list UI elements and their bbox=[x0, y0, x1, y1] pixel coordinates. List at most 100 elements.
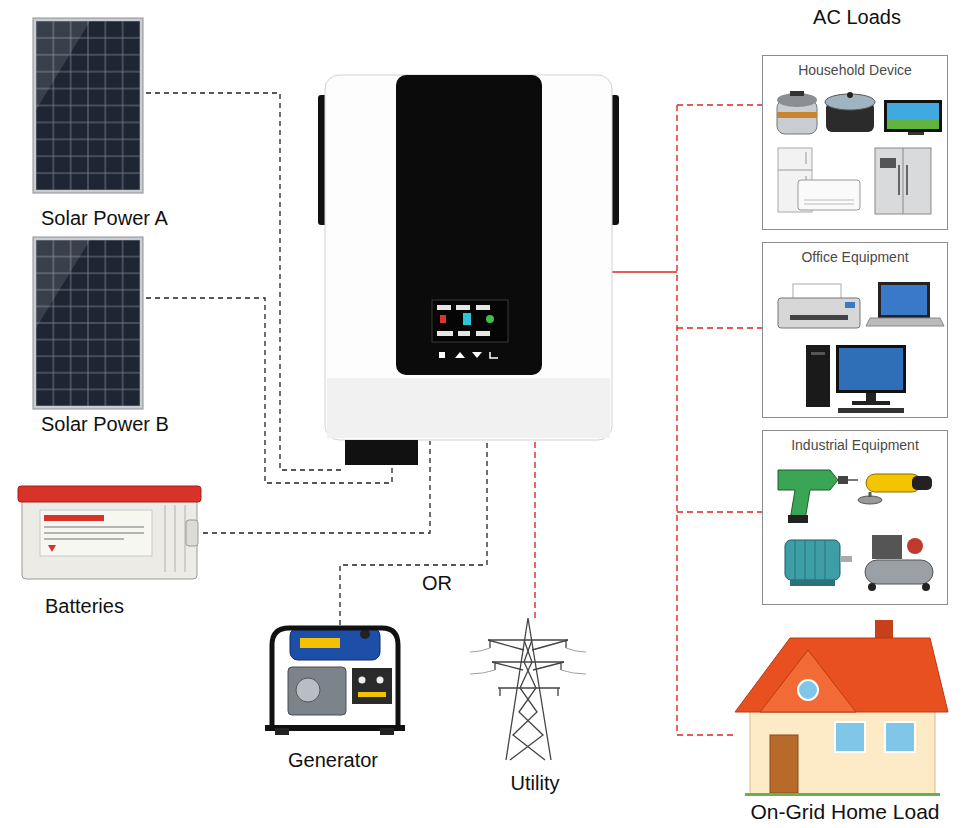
household-icons bbox=[875, 148, 931, 214]
load-box: Household Device bbox=[762, 55, 948, 230]
node-label: Generator bbox=[288, 748, 378, 772]
solar-panel-art bbox=[36, 240, 140, 406]
solar-panel-art bbox=[36, 240, 90, 328]
household-icons bbox=[777, 112, 817, 118]
utility-tower-art bbox=[513, 640, 545, 760]
solar-panel-art bbox=[33, 237, 143, 409]
industrial-icons bbox=[778, 470, 838, 520]
office-icons bbox=[778, 282, 944, 413]
house-art bbox=[798, 680, 818, 700]
generator-art bbox=[358, 692, 386, 697]
node-label: Batteries bbox=[45, 594, 124, 618]
industrial-icons bbox=[848, 479, 858, 481]
generator-art bbox=[377, 677, 384, 684]
dc-wire bbox=[203, 441, 430, 533]
generator-art bbox=[300, 638, 340, 648]
generator-art bbox=[288, 667, 346, 715]
battery-art bbox=[18, 486, 201, 579]
office-icons bbox=[778, 298, 860, 328]
generator-art bbox=[296, 678, 320, 702]
office-icons bbox=[866, 318, 944, 326]
solar-panel-art bbox=[36, 21, 90, 110]
industrial-icons bbox=[912, 476, 932, 490]
solar-panel-art bbox=[36, 21, 140, 190]
battery-art bbox=[40, 510, 152, 556]
dc-wire bbox=[146, 93, 345, 470]
node-label: Utility bbox=[511, 771, 560, 795]
utility-tower-art bbox=[488, 640, 568, 688]
ac-wire bbox=[677, 104, 762, 105]
industrial-icons bbox=[838, 476, 848, 484]
inverter-art bbox=[490, 352, 498, 358]
dc-wire bbox=[340, 441, 487, 625]
inverter-art bbox=[440, 315, 446, 323]
industrial-icons bbox=[840, 556, 852, 562]
solar-panel: Solar Power B bbox=[38, 234, 208, 436]
load-box: Industrial Equipment bbox=[762, 430, 948, 605]
household-icons bbox=[887, 120, 939, 129]
battery-art bbox=[165, 505, 185, 572]
household-icons bbox=[790, 91, 804, 96]
generator-art bbox=[359, 677, 366, 684]
inverter-art bbox=[455, 352, 465, 358]
inverter-art bbox=[472, 352, 482, 358]
industrial-icons bbox=[778, 470, 933, 591]
office-icons bbox=[790, 315, 848, 320]
inverter-art bbox=[458, 331, 470, 336]
household-icons bbox=[884, 100, 942, 132]
inverter-art bbox=[327, 378, 610, 438]
house-art bbox=[835, 722, 865, 752]
solar-panel-art bbox=[33, 18, 143, 193]
industrial-icons bbox=[788, 515, 808, 523]
house-art bbox=[760, 650, 856, 712]
household-icons bbox=[899, 165, 907, 195]
household-icons bbox=[804, 200, 854, 204]
industrial-icons bbox=[922, 583, 930, 591]
ac-wire bbox=[676, 105, 677, 735]
household-icons bbox=[777, 91, 942, 214]
office-icons bbox=[845, 302, 855, 308]
industrial-icons bbox=[785, 540, 840, 580]
inverter-art bbox=[476, 331, 490, 336]
inverter-art bbox=[486, 315, 494, 323]
household-icons bbox=[903, 148, 904, 214]
load-box: Office Equipment bbox=[762, 242, 948, 418]
battery-art bbox=[44, 526, 144, 528]
industrial-icons bbox=[868, 583, 876, 591]
battery: Batteries bbox=[15, 483, 205, 618]
battery-art bbox=[22, 497, 197, 579]
inverter-art bbox=[318, 75, 619, 465]
ac-wire bbox=[677, 327, 762, 328]
industrial-icons bbox=[872, 535, 902, 559]
utility-tower-art bbox=[470, 618, 586, 760]
industrial-icons bbox=[907, 538, 923, 554]
ac-wire bbox=[677, 511, 762, 512]
office-icons bbox=[806, 345, 830, 407]
battery-art bbox=[186, 520, 198, 546]
inverter-art bbox=[432, 300, 508, 342]
battery-art bbox=[48, 545, 56, 552]
inverter-art bbox=[463, 313, 471, 325]
industrial-icons bbox=[869, 492, 872, 497]
utility-tower-art bbox=[506, 618, 551, 760]
inverter-art bbox=[396, 75, 542, 375]
office-icons bbox=[878, 282, 930, 318]
solar-panel-art bbox=[33, 237, 143, 409]
inverter-art bbox=[437, 331, 453, 336]
inverter-art bbox=[476, 305, 490, 310]
generator-art bbox=[265, 628, 405, 735]
inverter-art bbox=[456, 305, 470, 310]
box-title: Household Device bbox=[798, 62, 912, 79]
node-label: Solar Power A bbox=[41, 206, 168, 230]
inverter-art bbox=[345, 440, 418, 465]
house-art bbox=[735, 638, 948, 712]
house-art bbox=[770, 735, 798, 793]
office-icons bbox=[881, 285, 927, 315]
industrial-icons bbox=[790, 580, 835, 586]
household-icons bbox=[798, 180, 860, 210]
node-label: On-Grid Home Load bbox=[750, 799, 939, 824]
house: On-Grid Home Load bbox=[735, 632, 955, 824]
generator-art bbox=[290, 628, 380, 660]
generator-art bbox=[352, 668, 392, 704]
utility-tower-art bbox=[488, 640, 568, 670]
